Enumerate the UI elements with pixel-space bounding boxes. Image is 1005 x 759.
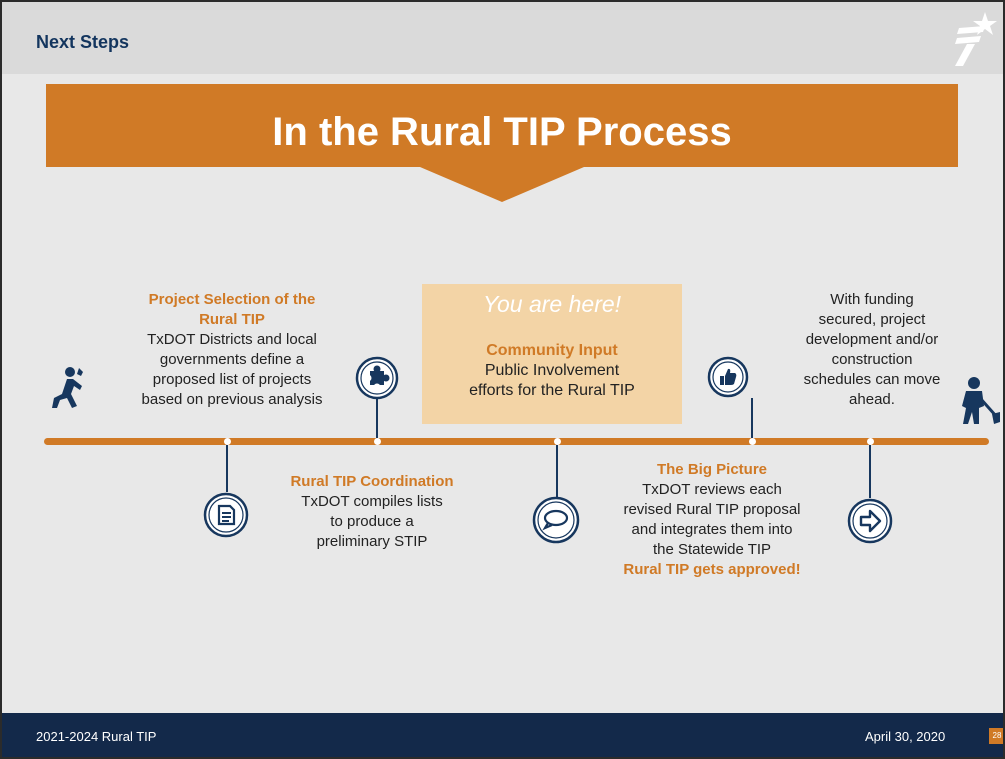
step-text: and integrates them into <box>631 521 793 538</box>
step-text: proposed list of projects <box>152 371 312 388</box>
step-text: With funding <box>830 291 914 308</box>
timeline-dot <box>749 438 756 445</box>
footer-left-text: 2021-2024 Rural TIP <box>36 729 157 744</box>
puzzle-icon <box>355 356 399 400</box>
step-funding: With funding secured, project developmen… <box>772 290 972 410</box>
step-text: governments define a <box>159 351 305 368</box>
step-text: preliminary STIP <box>316 533 428 550</box>
timeline-bar <box>44 438 989 445</box>
step-big-picture: The Big Picture TxDOT reviews each revis… <box>597 460 827 580</box>
step-text: Public Involvement <box>484 362 620 379</box>
timeline-dot <box>554 438 561 445</box>
step-title: Project Selection of the <box>148 291 316 308</box>
step-text: construction <box>831 351 913 368</box>
step-text: TxDOT reviews each <box>642 481 782 498</box>
header-bar <box>2 2 1003 74</box>
step-title: Rural TIP <box>199 311 265 328</box>
step-text: ahead. <box>849 391 895 408</box>
step-text: TxDOT Districts and local <box>147 331 317 348</box>
approved-text: Rural TIP gets approved! <box>623 561 801 578</box>
step-text: based on previous analysis <box>141 391 323 408</box>
banner-title: In the Rural TIP Process <box>272 110 732 154</box>
footer-date: April 30, 2020 <box>865 729 946 744</box>
connector-line <box>869 445 871 498</box>
step-text: development and/or <box>805 331 939 348</box>
step-community-input: Community Input Public Involvement effor… <box>422 341 682 401</box>
thumbs-up-icon <box>707 356 749 398</box>
connector-line <box>751 398 753 438</box>
connector-line <box>376 398 378 438</box>
step-text: TxDOT compiles lists <box>301 493 443 510</box>
footer-bar <box>2 713 1003 757</box>
step-title: The Big Picture <box>656 461 768 478</box>
chat-bubble-icon <box>532 496 580 544</box>
step-text: the Statewide TIP <box>652 541 772 558</box>
step-text: to produce a <box>330 513 414 530</box>
worker-shovel-icon <box>962 377 1000 424</box>
runner-icon <box>52 367 83 408</box>
connector-line <box>226 445 228 492</box>
you-are-here-label: You are here! <box>482 291 622 317</box>
step-title: Community Input <box>486 342 618 359</box>
arrow-right-icon <box>847 498 893 544</box>
timeline-dot <box>374 438 381 445</box>
banner-shape <box>46 84 958 202</box>
timeline-dot <box>224 438 231 445</box>
step-title: Rural TIP Coordination <box>290 473 454 490</box>
connector-line <box>556 445 558 497</box>
texas-star-logo <box>955 12 997 66</box>
timeline-dot <box>867 438 874 445</box>
step-project-selection: Project Selection of the Rural TIP TxDOT… <box>102 290 362 410</box>
document-icon <box>203 492 249 538</box>
step-coordination: Rural TIP Coordination TxDOT compiles li… <box>267 472 477 552</box>
step-text: secured, project <box>818 311 926 328</box>
page-number: 28 <box>989 728 1003 744</box>
step-text: efforts for the Rural TIP <box>469 382 635 399</box>
step-text: schedules can move <box>803 371 941 388</box>
you-are-here-box <box>422 284 682 424</box>
step-text: revised Rural TIP proposal <box>623 501 801 518</box>
slide-title: Next Steps <box>36 32 130 52</box>
